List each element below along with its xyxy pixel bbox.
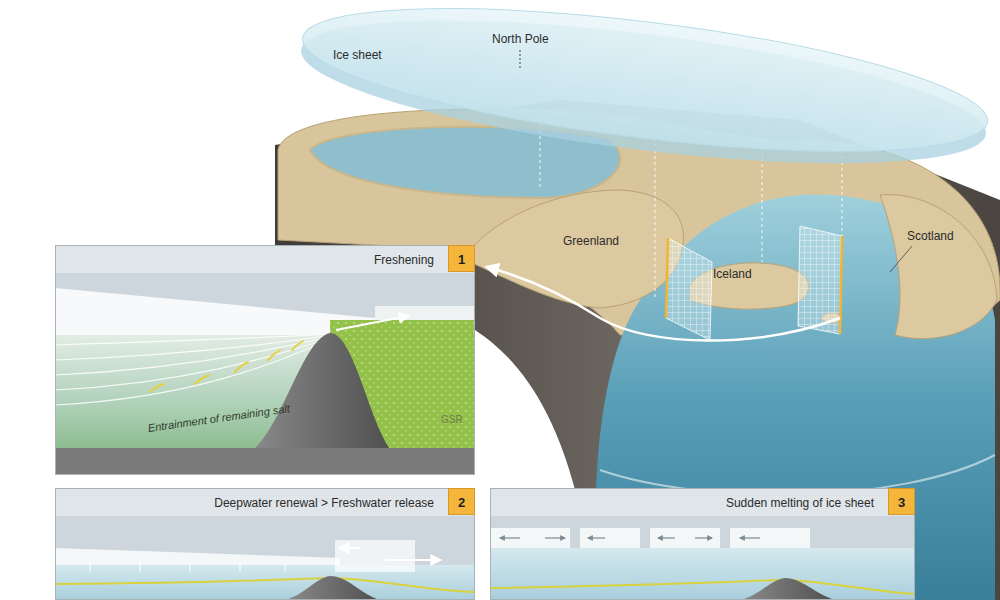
panel-heading: Sudden melting of ice sheet — [726, 496, 874, 510]
flow-line — [55, 335, 333, 360]
outflow-arrow — [385, 559, 440, 561]
sill-ridge — [740, 578, 835, 600]
callout-number: 1 — [448, 245, 475, 272]
spread-arrows — [500, 537, 760, 538]
panel-header — [55, 245, 475, 273]
spread-arrow — [740, 537, 760, 538]
callout-number: 2 — [448, 488, 475, 515]
ice-shelf — [55, 288, 375, 335]
scenario-panel: Sudden melting of ice sheet 3 — [490, 488, 915, 600]
panel-sky — [490, 488, 915, 600]
panel-heading: Freshening — [374, 253, 434, 267]
spread-arrow — [500, 537, 520, 538]
ice-block — [490, 528, 570, 548]
entrainment-mark — [235, 362, 248, 372]
pole-marker — [520, 50, 521, 70]
map-label: Greenland — [563, 234, 619, 248]
panel-header — [55, 488, 475, 516]
shelf-water — [490, 548, 915, 600]
ice-shelf-front — [375, 306, 475, 320]
scenario-panel: Freshening 1Entrainment of remaining salt… — [55, 245, 475, 475]
deep-flow — [490, 580, 915, 594]
spread-arrow — [695, 537, 712, 538]
spread-arrow — [588, 537, 605, 538]
entrainment-mark — [292, 341, 303, 350]
sill-ridge — [245, 333, 395, 455]
panel-header — [490, 488, 915, 516]
spread-arrow — [658, 537, 675, 538]
deep-flow — [55, 578, 475, 592]
seabed — [55, 448, 475, 475]
tick — [285, 564, 286, 572]
panel-sky — [55, 245, 475, 475]
section-edge — [840, 236, 842, 334]
ice-sheet-top — [296, 0, 995, 180]
entrainment-mark — [195, 375, 209, 384]
ice-block — [650, 528, 720, 548]
ice-block — [730, 528, 810, 548]
tick — [90, 562, 91, 572]
panel-sky — [55, 488, 475, 600]
release-glow — [335, 540, 415, 572]
tick — [190, 563, 191, 572]
panel-heading: Deepwater renewal > Freshwater release — [214, 496, 434, 510]
map-label: North Pole — [492, 32, 549, 46]
section-edge — [666, 238, 668, 318]
scenario-panel: Deepwater renewal > Freshwater release 2 — [55, 488, 475, 600]
ridge-tag: GSR — [441, 414, 463, 426]
map-label: Iceland — [713, 267, 752, 281]
scotland-land — [880, 195, 997, 339]
sill-ridge — [285, 576, 380, 600]
ice-sheet-disc — [294, 0, 994, 192]
overflow-arrow — [336, 316, 408, 330]
release-arrow — [340, 547, 360, 549]
entrainment-marks — [150, 341, 303, 392]
spread-arrow — [545, 537, 565, 538]
ice-shelf — [55, 548, 340, 565]
process-note: Entrainment of remaining salt — [147, 402, 290, 435]
section-grid — [666, 238, 712, 340]
tick-marks — [90, 560, 285, 572]
flow-arrow — [487, 267, 840, 341]
flow-line — [55, 337, 333, 390]
ice-blocks — [490, 528, 810, 548]
tick — [240, 561, 241, 572]
greenland-land — [470, 190, 683, 308]
section-grid — [798, 226, 842, 334]
leader-line — [890, 246, 912, 272]
callout-number: 3 — [888, 488, 915, 515]
flow-line — [55, 334, 333, 345]
map-label: Ice sheet — [333, 48, 382, 62]
map-label: Scotland — [907, 229, 954, 243]
entrainment-mark — [150, 384, 164, 392]
tick — [140, 560, 141, 572]
entrainment-mark — [268, 350, 280, 360]
ice-block — [580, 528, 640, 548]
